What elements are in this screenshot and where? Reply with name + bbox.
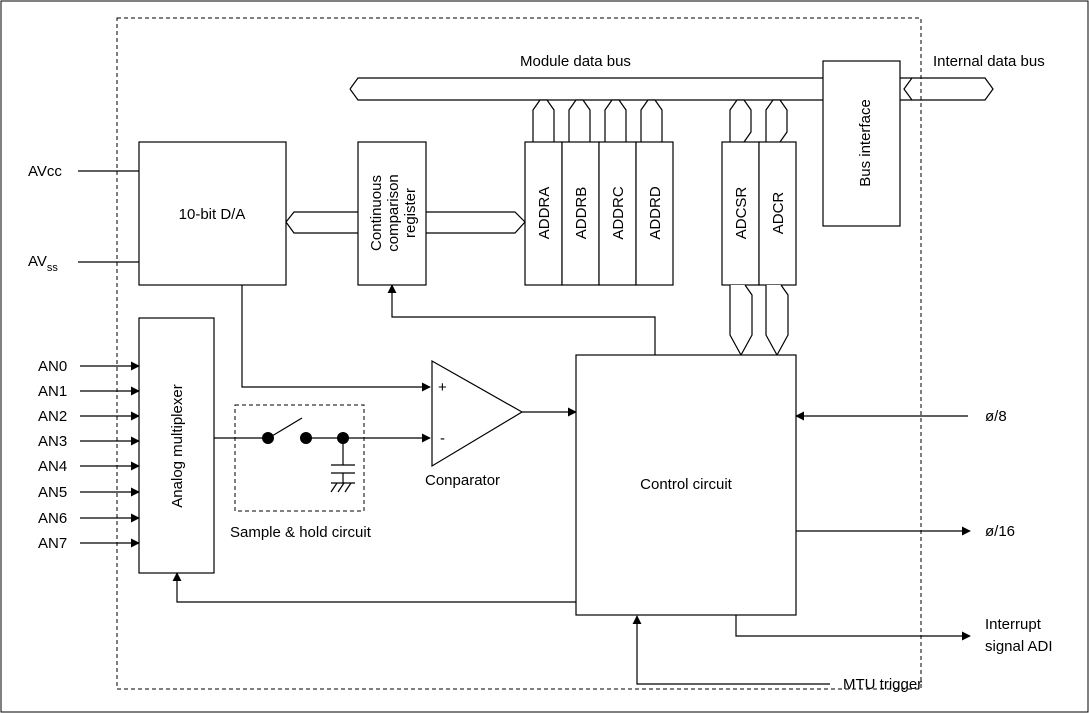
avss-label: AVss: [28, 253, 58, 274]
an6-label: AN6: [38, 510, 67, 527]
phi16-label: ø/16: [985, 523, 1015, 540]
comparator-label: Conparator: [425, 472, 500, 489]
analog-input-lines: [80, 361, 140, 548]
module-boundary: [116, 17, 922, 690]
dac-ccr-bus: [285, 211, 358, 234]
bus-interface-label: Bus interface: [857, 99, 874, 187]
analog-mux-box: [138, 317, 215, 574]
an4-label: AN4: [38, 458, 67, 475]
addrc-register: [598, 141, 637, 286]
an5-label: AN5: [38, 484, 67, 501]
addra-label: ADDRA: [536, 187, 553, 240]
ccr-label-1: Continuous: [368, 175, 385, 251]
an1-label: AN1: [38, 383, 67, 400]
comparator-plus: +: [438, 379, 447, 396]
adcr-label: ADCR: [770, 192, 787, 235]
addr-bus-stubs: [532, 99, 788, 143]
control-circuit-box: [575, 354, 797, 616]
avcc-label: AVcc: [28, 163, 62, 180]
comparator-minus: -: [440, 430, 445, 447]
addrd-label: ADDRD: [647, 186, 664, 240]
sh-node-1: [262, 432, 274, 444]
analog-mux-label: Analog multiplexer: [169, 384, 186, 507]
an7-label: AN7: [38, 535, 67, 552]
control-circuit-label: Control circuit: [640, 476, 733, 493]
dac-to-comparator: [241, 285, 431, 392]
addrb-label: ADDRB: [573, 187, 590, 240]
control-to-ccr: [387, 284, 656, 355]
ccr-label-3: register: [402, 188, 419, 238]
internal-data-bus-label: Internal data bus: [933, 53, 1045, 70]
addrc-label: ADDRC: [610, 186, 627, 240]
module-data-bus-shape: [349, 77, 823, 101]
module-data-bus-label: Module data bus: [520, 53, 631, 70]
interrupt-label-1: Interrupt: [985, 616, 1042, 633]
an3-label: AN3: [38, 433, 67, 450]
mtu-trigger-line: [632, 615, 830, 685]
interrupt-line: [735, 615, 971, 641]
dac-label: 10-bit D/A: [179, 206, 246, 223]
internal-data-bus: [900, 77, 994, 101]
ccr-addr-bus: [426, 211, 526, 234]
phi8-label: ø/8: [985, 408, 1007, 425]
addra-register: [524, 141, 563, 286]
mtu-trigger-label: MTU trigger: [843, 676, 922, 693]
adcsr-label: ADCSR: [733, 187, 750, 240]
control-to-mux: [172, 572, 576, 603]
bus-interface-box: [822, 60, 901, 227]
addrd-register: [635, 141, 674, 286]
comparator-triangle: [431, 359, 524, 468]
an0-label: AN0: [38, 358, 67, 375]
adcsr-register: [721, 141, 760, 286]
sample-hold-label: Sample & hold circuit: [230, 524, 372, 541]
sh-switch: [271, 417, 303, 437]
ccr-label-2: comparison: [385, 174, 402, 252]
control-register-buses: [729, 284, 789, 357]
adcr-register: [758, 141, 797, 286]
ground-icon: [330, 482, 355, 493]
dac-box: [138, 141, 287, 286]
sample-hold-boundary: [234, 404, 365, 512]
ccr-box: [357, 141, 427, 286]
interrupt-label-2: signal ADI: [985, 638, 1053, 655]
an2-label: AN2: [38, 408, 67, 425]
